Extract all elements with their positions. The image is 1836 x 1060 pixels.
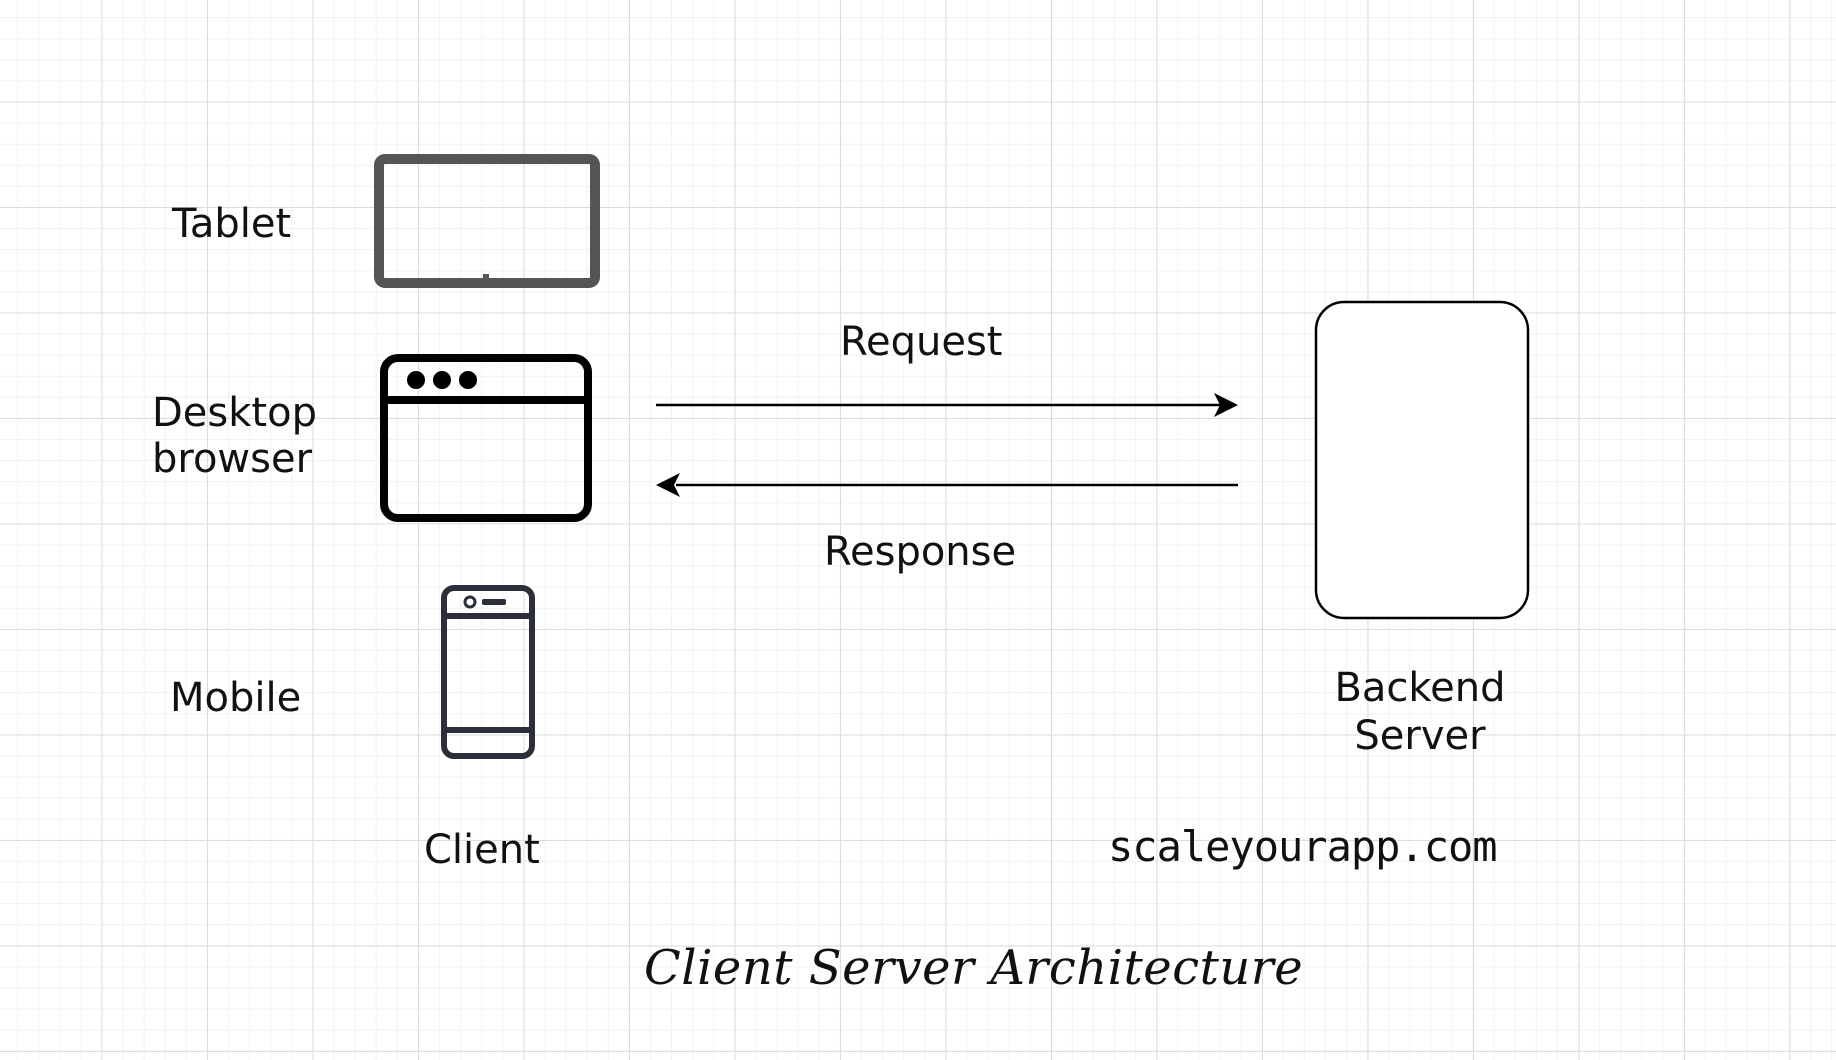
watermark-site: scaleyourapp.com	[1108, 822, 1498, 871]
label-mobile: Mobile	[170, 675, 302, 721]
label-backend-line2: Server	[1354, 713, 1486, 759]
mobile-phone-icon	[441, 585, 535, 759]
response-arrow	[656, 473, 1238, 497]
label-desktop-browser: Desktop browser	[152, 390, 332, 482]
diagram-title: Client Server Architecture	[644, 940, 1304, 996]
request-response-arrows	[656, 393, 1238, 497]
label-tablet: Tablet	[172, 201, 292, 247]
tablet-icon	[374, 154, 600, 288]
edge-label-response: Response	[824, 529, 1017, 575]
label-client: Client	[424, 827, 540, 873]
request-arrow	[656, 393, 1238, 417]
label-desktop-line1: Desktop	[152, 390, 317, 436]
label-desktop-line2: browser	[152, 436, 313, 482]
backend-server-box	[1314, 300, 1530, 620]
edge-label-request: Request	[840, 319, 1003, 365]
label-backend-server: Backend Server	[1320, 664, 1520, 760]
browser-window-icon	[380, 354, 592, 522]
label-backend-line1: Backend	[1334, 665, 1506, 711]
